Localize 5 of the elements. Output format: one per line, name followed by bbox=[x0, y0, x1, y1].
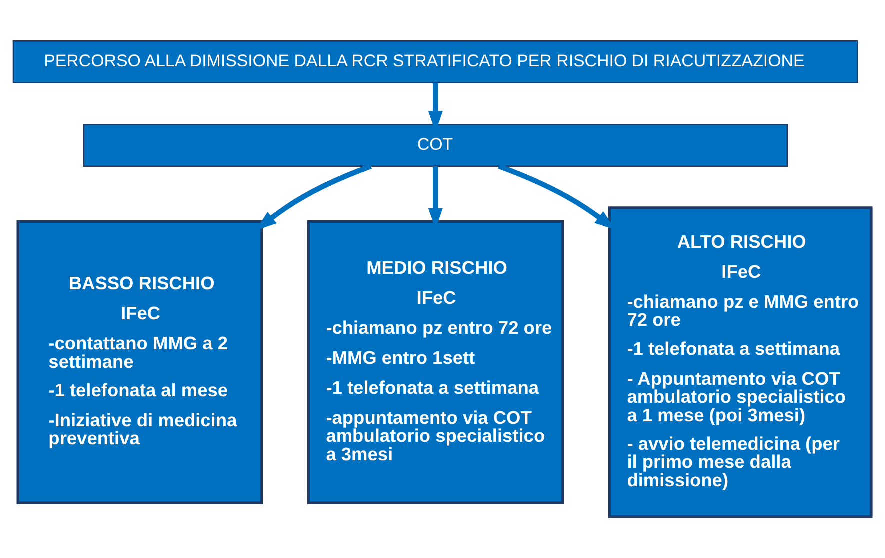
node-box: ALTO RISCHIO IFeC -chiamano pz e MMG entro 72 ore -1 telefonata a settimana - Appuntamento via COT ambulatorio specialistico a 1 mese (poi 3mesi) - avvio telemedicina (per il primo mese dalla dimissione) bbox=[608, 206, 873, 518]
node-box: BASSO RISCHIO IFeC -contattano MMG a 2 settimane -1 telefonata al mese -Iniziative di medicina preventiva bbox=[16, 220, 264, 504]
node-box: PERCORSO ALLA DIMISSIONE DALLA RCR STRATIFICATO PER RISCHIO DI RIACUTIZZAZIONE bbox=[12, 40, 858, 84]
node-box: MEDIO RISCHIO IFeC -chiamano pz entro 72 ore -MMG entro 1sett -1 telefonata a settimana -appuntamento via COT ambulatorio specialistico a 3mesi bbox=[307, 220, 564, 504]
node-box: COT bbox=[83, 124, 788, 167]
